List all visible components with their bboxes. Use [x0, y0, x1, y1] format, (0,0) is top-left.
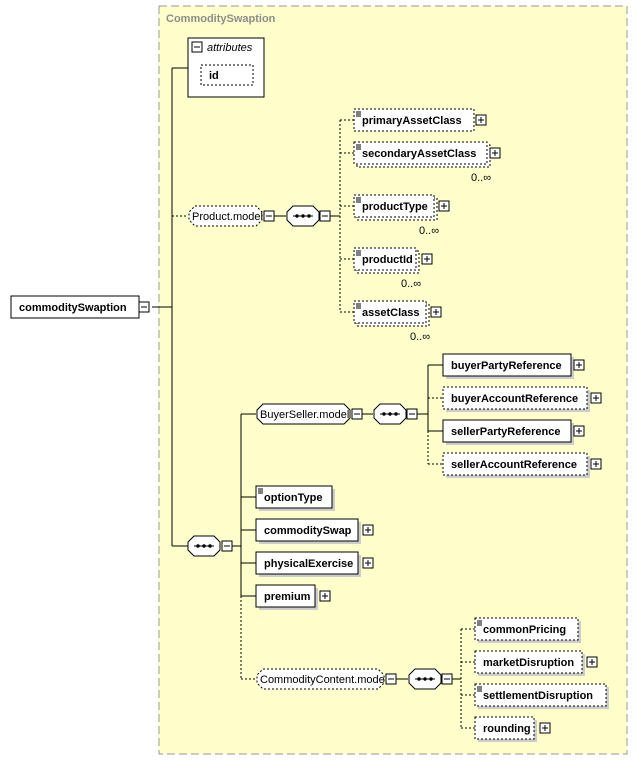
- sequence-compositor[interactable]: [373, 403, 418, 425]
- expand-icon[interactable]: [489, 147, 501, 159]
- sequence-compositor[interactable]: [286, 205, 331, 227]
- group-commodity-content-model[interactable]: CommodityContent.model: [256, 668, 397, 690]
- element-label: commoditySwap: [264, 525, 352, 537]
- element-product-type[interactable]: productType 0..∞: [353, 194, 450, 237]
- expand-icon[interactable]: [362, 524, 374, 536]
- element-buyer-account-reference[interactable]: buyerAccountReference: [442, 386, 602, 412]
- collapse-icon[interactable]: [406, 408, 418, 420]
- expand-icon[interactable]: [590, 458, 602, 470]
- container-title: CommoditySwaption: [166, 13, 276, 25]
- element-seller-account-reference[interactable]: sellerAccountReference: [442, 452, 602, 478]
- element-label: primaryAssetClass: [362, 115, 462, 127]
- expand-icon[interactable]: [573, 359, 585, 371]
- expand-icon[interactable]: [421, 253, 433, 265]
- collapse-icon[interactable]: [221, 540, 233, 552]
- group-label: Product.model: [192, 211, 263, 223]
- element-label: sellerPartyReference: [451, 426, 560, 438]
- collapse-icon[interactable]: [263, 210, 275, 222]
- cardinality: 0..∞: [419, 225, 439, 237]
- attributes-label: attributes: [207, 42, 253, 54]
- element-label: sellerAccountReference: [451, 459, 577, 471]
- expand-icon[interactable]: [590, 392, 602, 404]
- element-label: premium: [264, 591, 311, 603]
- element-label: settlementDisruption: [483, 690, 593, 702]
- element-asset-class[interactable]: assetClass 0..∞: [353, 300, 442, 343]
- element-label: productType: [362, 201, 428, 213]
- collapse-icon[interactable]: [319, 210, 331, 222]
- group-buyer-seller-model[interactable]: BuyerSeller.model: [256, 403, 363, 425]
- element-label: secondaryAssetClass: [362, 148, 476, 160]
- expand-icon[interactable]: [573, 425, 585, 437]
- element-physical-exercise[interactable]: physicalExercise: [255, 551, 374, 577]
- element-market-disruption[interactable]: marketDisruption: [474, 650, 598, 676]
- element-label: buyerAccountReference: [451, 393, 578, 405]
- element-option-type[interactable]: optionType: [255, 485, 335, 511]
- element-secondary-asset-class[interactable]: secondaryAssetClass 0..∞: [353, 141, 501, 184]
- collapse-icon[interactable]: [385, 673, 397, 685]
- attributes-box: attributes id: [187, 37, 265, 98]
- expand-icon[interactable]: [362, 557, 374, 569]
- element-label: commoditySwaption: [19, 302, 127, 314]
- group-label: BuyerSeller.model: [260, 409, 349, 421]
- element-settlement-disruption[interactable]: settlementDisruption: [474, 683, 609, 709]
- element-label: physicalExercise: [264, 558, 353, 570]
- cardinality: 0..∞: [471, 172, 491, 184]
- expand-icon[interactable]: [475, 114, 487, 126]
- element-rounding[interactable]: rounding: [474, 716, 551, 742]
- attribute-id: id: [209, 70, 219, 82]
- element-label: optionType: [264, 492, 322, 504]
- element-seller-party-reference[interactable]: sellerPartyReference: [442, 419, 585, 445]
- expand-icon[interactable]: [438, 200, 450, 212]
- cardinality: 0..∞: [401, 278, 421, 290]
- element-premium[interactable]: premium: [255, 584, 331, 610]
- group-product-model[interactable]: Product.model: [188, 205, 275, 227]
- cardinality: 0..∞: [410, 331, 430, 343]
- element-label: marketDisruption: [483, 657, 574, 669]
- element-label: assetClass: [362, 307, 420, 319]
- element-primary-asset-class[interactable]: primaryAssetClass: [353, 108, 487, 132]
- element-product-id[interactable]: productId 0..∞: [353, 247, 433, 290]
- group-label: CommodityContent.model: [260, 674, 387, 686]
- collapse-icon[interactable]: [191, 41, 203, 53]
- element-label: commonPricing: [483, 624, 566, 636]
- collapse-icon[interactable]: [441, 673, 453, 685]
- expand-icon[interactable]: [319, 590, 331, 602]
- element-buyer-party-reference[interactable]: buyerPartyReference: [442, 353, 585, 379]
- element-commodity-swap[interactable]: commoditySwap: [255, 518, 374, 544]
- attribute-id-box[interactable]: [200, 64, 254, 86]
- expand-icon[interactable]: [430, 306, 442, 318]
- expand-icon[interactable]: [539, 722, 551, 734]
- expand-icon[interactable]: [586, 656, 598, 668]
- element-label: rounding: [483, 723, 531, 735]
- collapse-icon[interactable]: [138, 301, 150, 313]
- element-common-pricing[interactable]: commonPricing: [474, 617, 581, 643]
- main-sequence-compositor[interactable]: [187, 535, 233, 557]
- element-commodity-swaption[interactable]: commoditySwaption: [10, 295, 150, 319]
- collapse-icon[interactable]: [351, 408, 363, 420]
- sequence-compositor[interactable]: [408, 668, 453, 690]
- element-label: productId: [362, 254, 413, 266]
- element-label: buyerPartyReference: [451, 360, 562, 372]
